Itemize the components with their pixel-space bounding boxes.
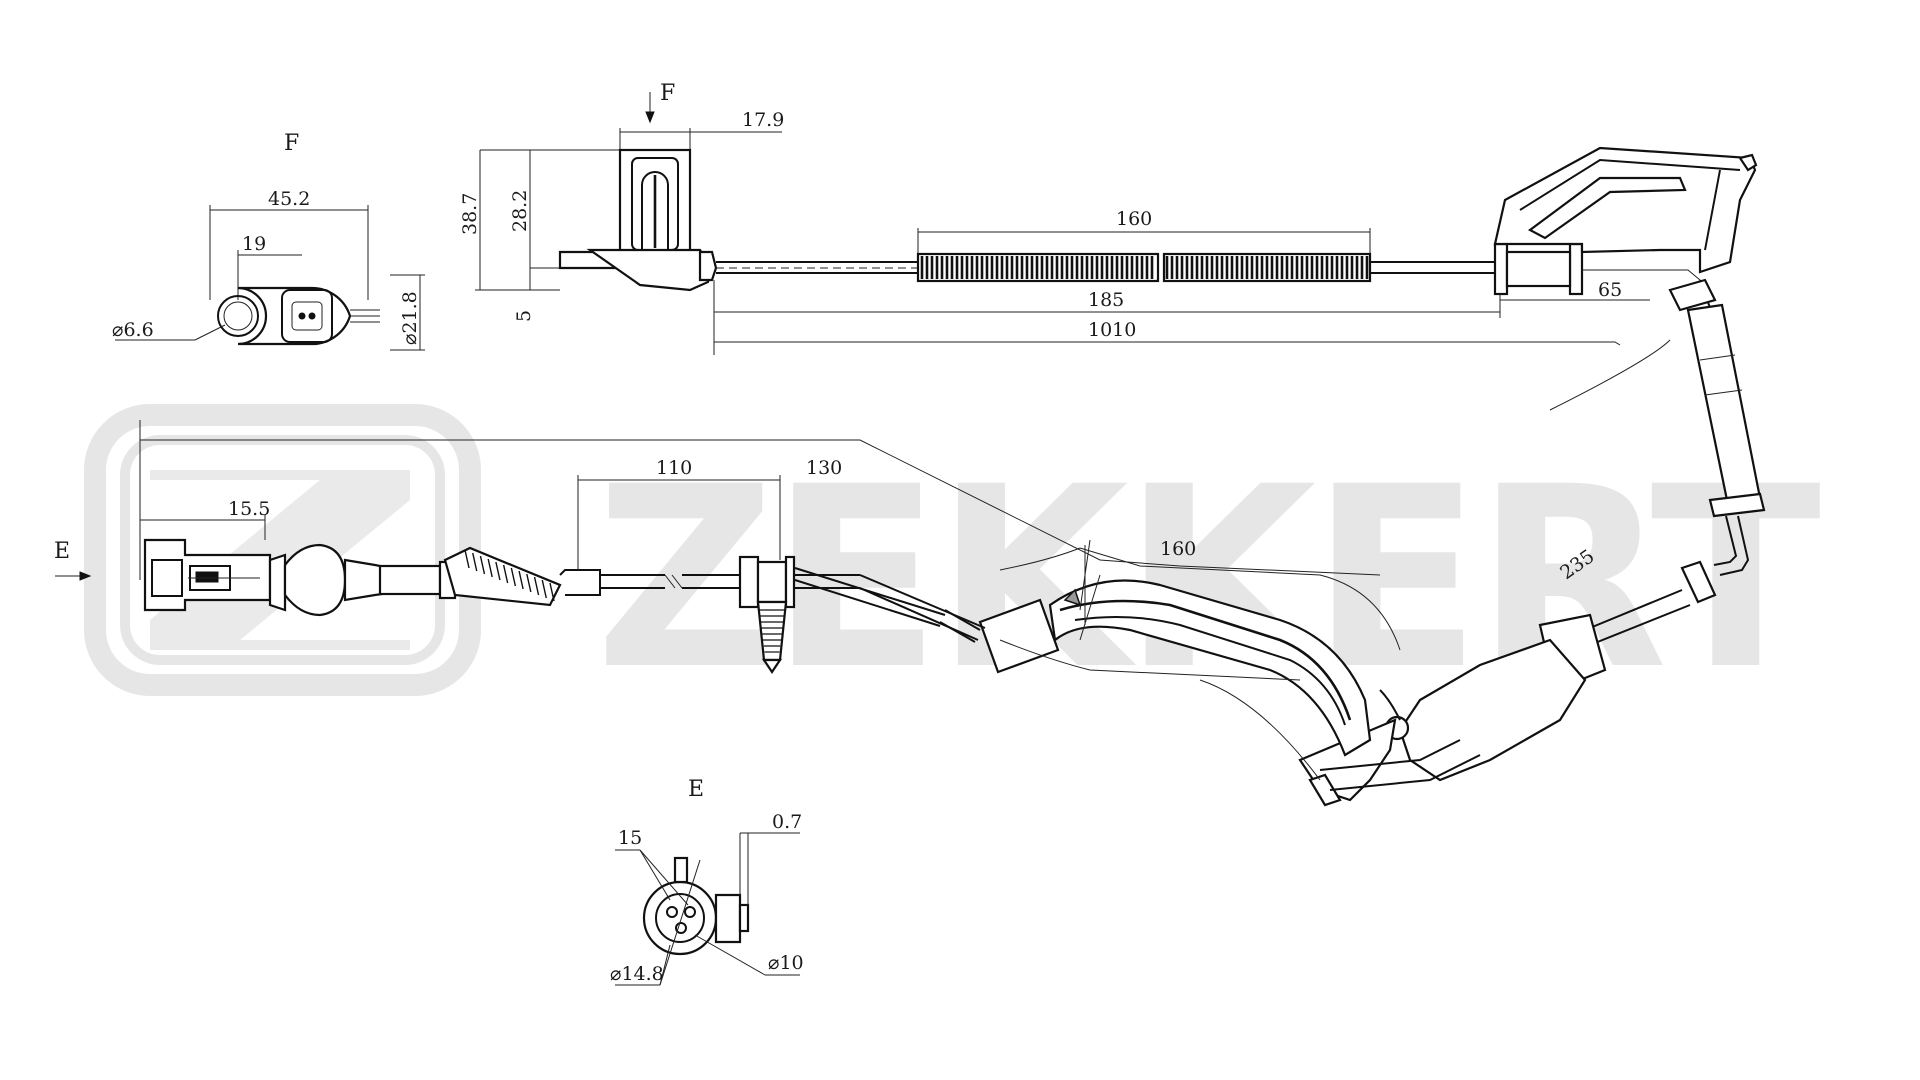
dim-clip-to-bend: 130	[806, 457, 842, 479]
strain-relief	[464, 549, 555, 602]
dim-f-hole-dia: ⌀6.6	[112, 319, 154, 341]
dim-cable-total: 1010	[1088, 319, 1136, 341]
dim-sleeve-length: 160	[1116, 208, 1152, 230]
dim-e-pin: 15	[618, 827, 642, 849]
drawing-stroke	[541, 579, 547, 599]
sleeve-corrugation	[920, 256, 1369, 279]
e-arrow-label: E	[54, 539, 70, 564]
drawing-stroke	[487, 558, 493, 578]
dim-f-width: 45.2	[268, 188, 310, 210]
view-f-detail: F 45.2 19 ⌀21.8 ⌀6.6	[112, 131, 425, 351]
dim-grommet-to-clip: 65	[1598, 279, 1622, 301]
dim-sensor-height-total: 38.7	[459, 193, 481, 235]
dim-sleeve-to-grommet: 185	[1088, 289, 1124, 311]
connector-assembly: 15.5 E 110 130	[54, 420, 1381, 674]
dim-lower-sleeve: 160	[1160, 538, 1196, 560]
drawing-stroke	[495, 561, 501, 581]
dim-connector-length: 15.5	[228, 498, 270, 520]
upper-cable: 160 185 1010 65	[713, 146, 1758, 355]
right-cable-run: 235	[1549, 278, 1766, 646]
lower-bracket	[1199, 613, 1607, 807]
dim-sensor-width: 17.9	[742, 109, 784, 131]
dim-sensor-base: 5	[513, 310, 535, 322]
drawing-stroke	[533, 576, 540, 596]
dim-f-hole-offset: 19	[242, 233, 266, 255]
drawing-stroke	[510, 567, 517, 587]
view-f-label: F	[284, 131, 299, 156]
view-e-label: E	[688, 777, 704, 802]
dim-e-outer-dia: ⌀14.8	[610, 963, 664, 985]
clip-barb	[759, 609, 785, 653]
dim-connector-to-clip: 110	[656, 457, 692, 479]
drawing-stroke	[526, 573, 532, 593]
drawing-stroke	[549, 582, 555, 602]
dim-sensor-height-inner: 28.2	[509, 190, 531, 232]
view-e-detail: E 15 0.7 ⌀10 ⌀14.8	[610, 777, 804, 986]
dim-e-offset: 0.7	[772, 811, 802, 833]
f-arrow-label: F	[660, 81, 675, 106]
drawing-stroke	[464, 549, 470, 569]
dim-f-body-dia: ⌀21.8	[399, 291, 421, 345]
drawing-stroke	[502, 564, 509, 584]
lower-sleeve: 160	[794, 538, 1401, 757]
dim-e-inner-dia: ⌀10	[768, 952, 804, 974]
drawing-stroke	[518, 570, 524, 590]
drawing-stroke	[472, 552, 478, 572]
sensor-head: F 17.9 38.7 28.2 5	[459, 81, 920, 322]
drawing-stroke	[479, 555, 486, 575]
